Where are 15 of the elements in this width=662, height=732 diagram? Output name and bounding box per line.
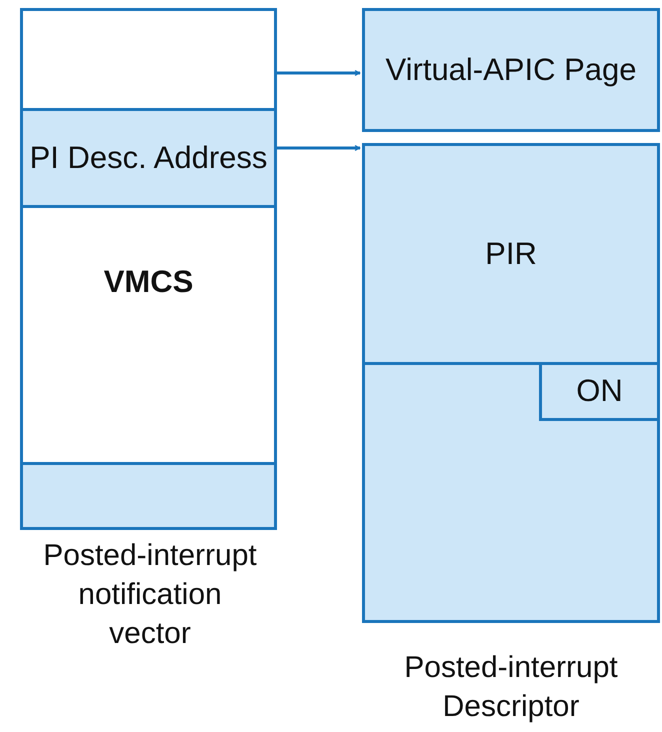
field-box — [20, 111, 277, 208]
field-box — [539, 362, 660, 421]
field-label: PIR — [485, 234, 537, 273]
node-label: Posted-interrupt notification vector — [42, 538, 258, 652]
node-label: Posted-interrupt Descriptor — [403, 650, 619, 725]
arrow — [277, 145, 360, 151]
field-label: PI Desc. Address — [30, 138, 268, 177]
field-label: ON — [576, 372, 623, 410]
field-label: Virtual-APIC Page — [386, 50, 636, 89]
structure-box — [20, 8, 277, 527]
empty-field-box — [362, 143, 660, 623]
structure-title: VMCS — [102, 263, 194, 301]
empty-field-box — [20, 462, 277, 530]
field-box — [362, 8, 660, 132]
arrow — [277, 70, 360, 76]
